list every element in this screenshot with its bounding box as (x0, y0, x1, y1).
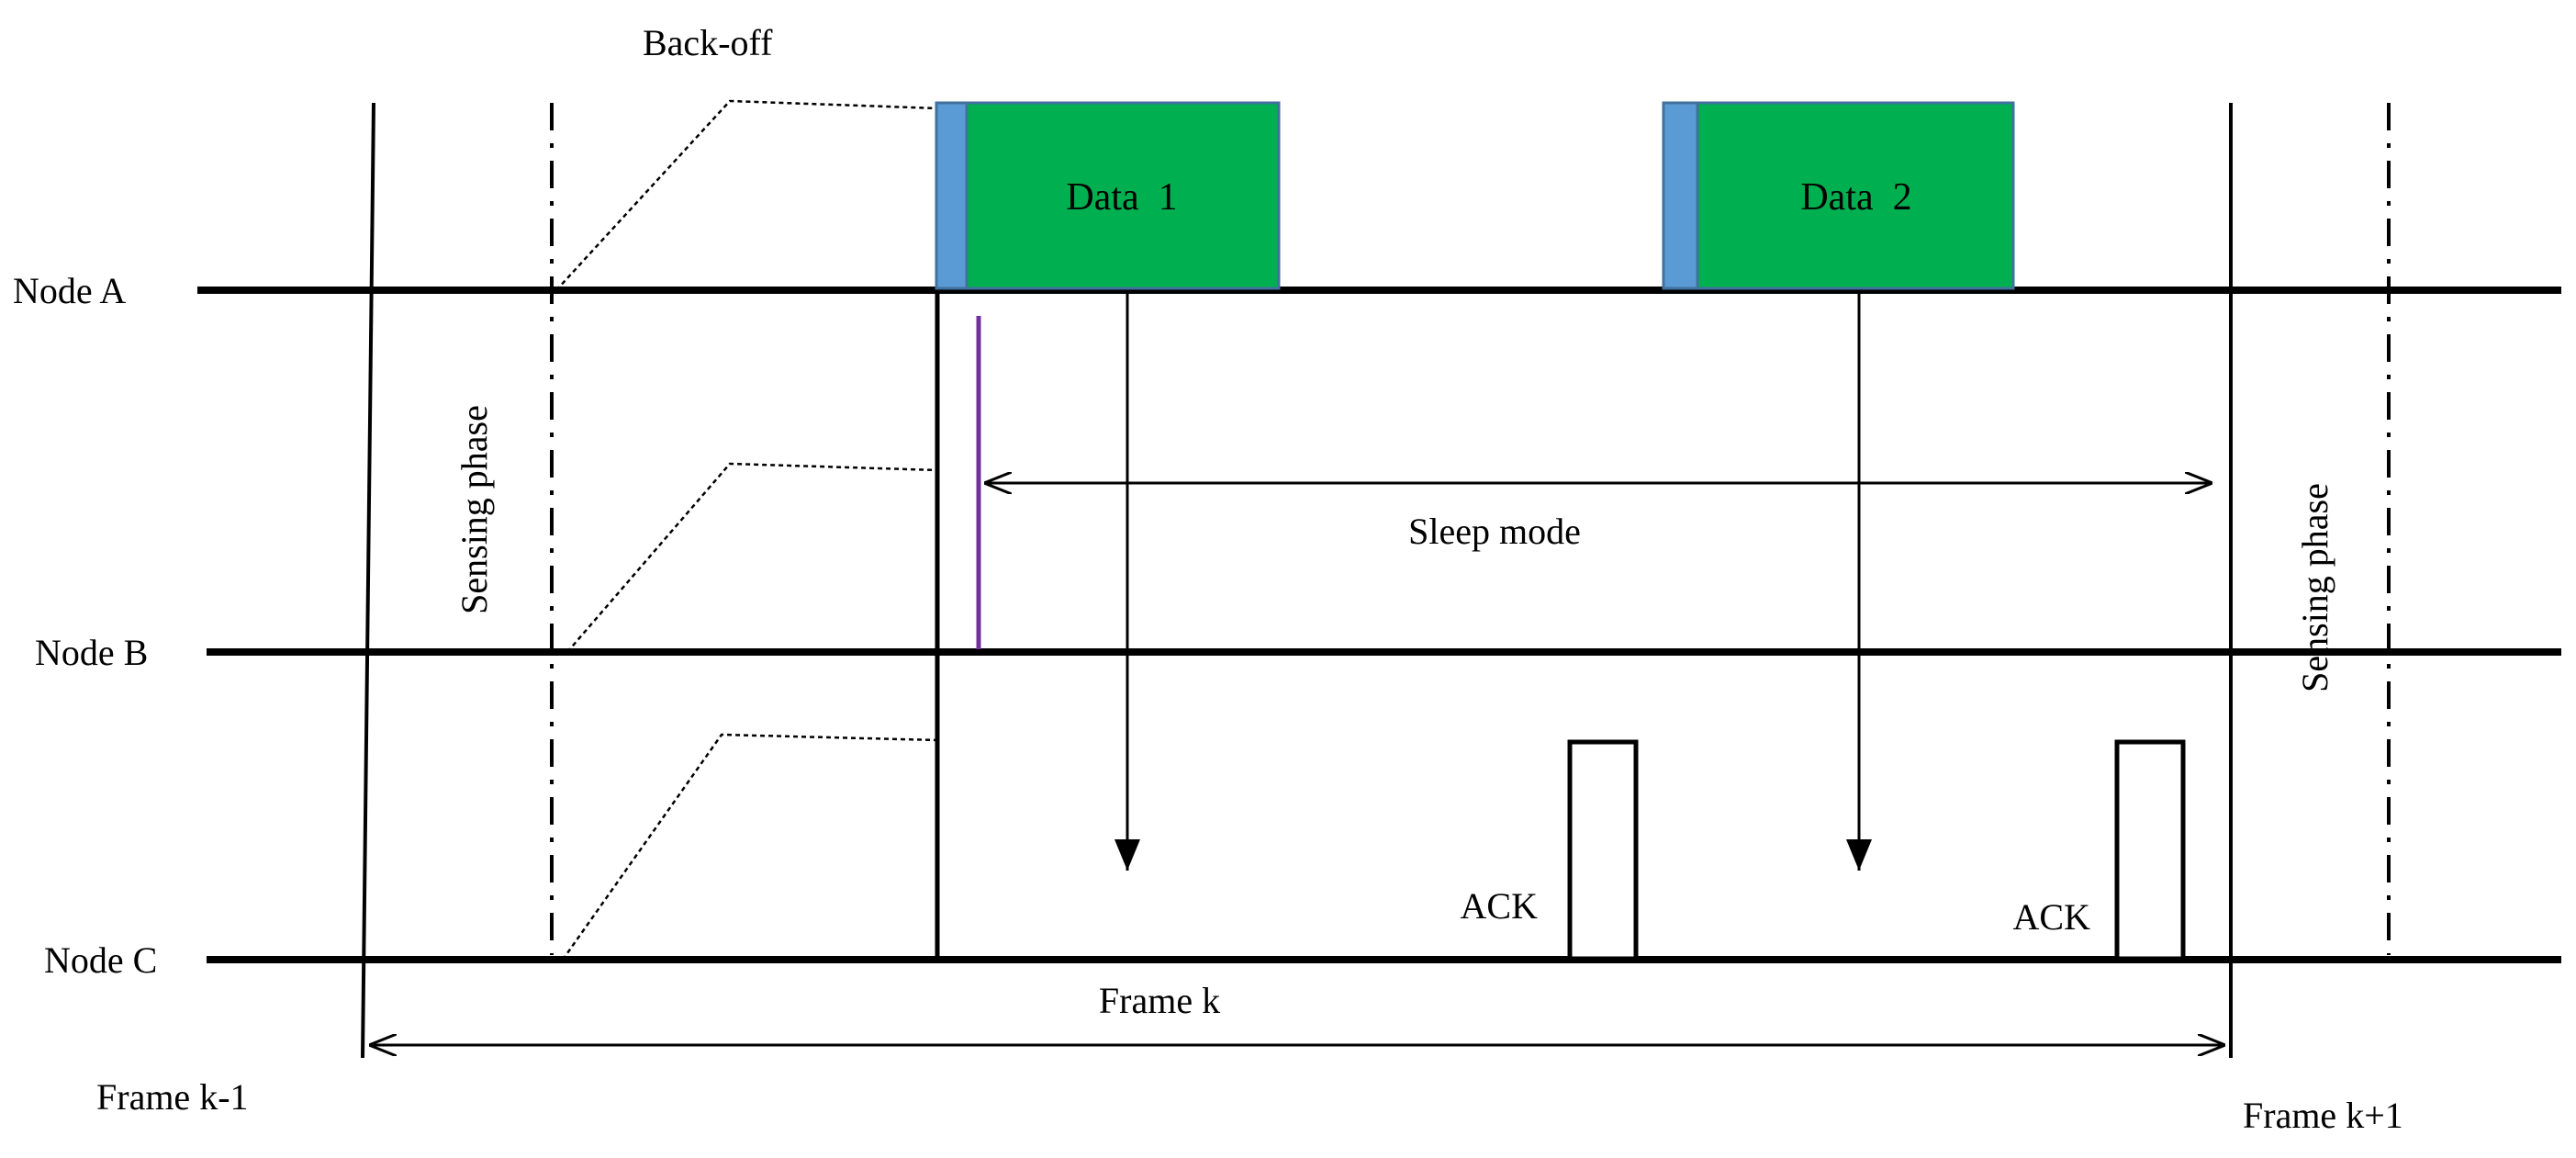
node-c-label: Node C (44, 939, 157, 981)
data-1-preamble (935, 101, 969, 290)
ack-2-label: ACK (2013, 896, 2091, 938)
ack-2-packet (2114, 739, 2186, 961)
data-2-payload (1696, 101, 2015, 290)
frame-k-plus-1-label: Frame k+1 (2243, 1095, 2403, 1136)
sleep-mode-label: Sleep mode (1408, 511, 1581, 552)
data-2-label: Data 2 (1800, 176, 1911, 219)
ack-1-packet (1567, 739, 1639, 961)
ack-1-label: ACK (1461, 885, 1539, 927)
data-1-payload (965, 101, 1281, 290)
data-2-packet: Data 2 (1662, 101, 2015, 290)
frame-k-minus-1-label: Frame k-1 (96, 1076, 249, 1118)
data-1-label: Data 1 (1066, 176, 1177, 219)
frame-k-label: Frame k (1099, 980, 1220, 1021)
backoff-line-node-b (566, 462, 939, 653)
data-2-preamble (1662, 101, 1699, 290)
node-b-label: Node B (35, 632, 148, 673)
sensing-phase-label-left: Sensing phase (454, 405, 495, 614)
backoff-line-node-c (561, 733, 939, 961)
node-a-label: Node A (13, 270, 126, 311)
data-1-packet: Data 1 (935, 101, 1281, 290)
backoff-line-node-a (555, 99, 939, 291)
backoff-label: Back-off (643, 22, 773, 63)
frame-boundary-left (361, 102, 375, 1059)
sensing-phase-label-right: Sensing phase (2294, 483, 2335, 692)
